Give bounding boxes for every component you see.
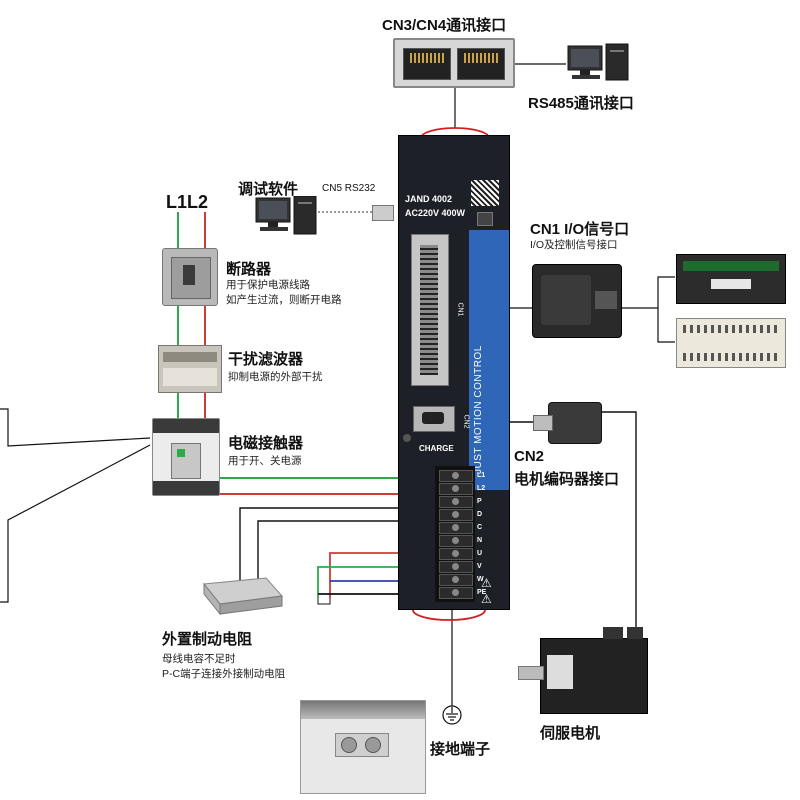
filter-desc: 抑制电源的外部干扰 [228,371,323,383]
rs232-plug [372,205,394,221]
cn1-desc: I/O及控制信号接口 [530,239,618,251]
rs485-label: RS485通讯接口 [528,95,634,112]
network-cable [454,63,566,128]
ground-terminal-photo [300,700,426,794]
cn2-tag: CN2 [462,414,470,429]
terminal-label: PE [477,589,487,596]
terminal-label: C [477,524,483,531]
breaker-title: 断路器 [226,261,272,278]
servo-motor [540,627,648,714]
terminal-screw-u[interactable] [439,548,473,560]
terminal-label: P [477,498,482,505]
warning-icon-2: ⚠ [481,592,492,606]
noise-filter [158,345,222,393]
terminal-label: V [477,563,482,570]
brand-stripe [469,230,509,490]
computer-icon [567,43,629,81]
terminal-screw-l2[interactable] [439,483,473,495]
terminal-label: N [477,537,483,544]
terminal-label: L2 [477,485,486,492]
debug-port-label: CN5 RS232 [322,183,376,194]
cn1-tag: CN1 [456,302,464,317]
rj45-port-right[interactable] [457,48,505,80]
plc-module [676,318,786,368]
resistor-title: 外置制动电阻 [162,631,253,648]
terminal-label: D [477,511,483,518]
brake-resistor-wires [239,507,440,582]
terminal-screw-p[interactable] [439,496,473,508]
circuit-breaker [162,248,218,306]
terminal-block [435,466,475,602]
cn34-title: CN3/CN4通讯接口 [382,17,507,34]
rj45-port-left[interactable] [403,48,451,80]
motor-title: 伺服电机 [540,725,601,742]
ground-icon [442,705,462,725]
cn2-title-2: 电机编码器接口 [514,471,620,488]
brand-text: JUST MOTION CONTROL [473,345,484,474]
magnetic-contactor [152,418,220,496]
breaker-desc-2: 如产生过流，则断开电路 [226,294,342,306]
cn2-title-1: CN2 [514,448,545,465]
terminal-label: L1 [477,472,486,479]
motor-nameplate [547,655,573,689]
l1l2-label: L1L2 [166,192,209,212]
charge-label: CHARGE [419,444,454,453]
cn1-title: CN1 I/O信号口 [530,221,630,238]
terminal-screw-pe[interactable] [439,587,473,599]
resistor-desc-2: P-C端子连接外接制动电阻 [162,668,286,680]
terminal-screw-w[interactable] [439,574,473,586]
terminal-screw-v[interactable] [439,561,473,573]
ground-title: 接地端子 [430,741,491,758]
warning-icon: ⚠ [481,576,492,590]
drive-model: JAND 4002 [405,194,453,204]
left-bracket-lines [0,408,151,603]
terminal-screw-c[interactable] [439,522,473,534]
servo-drive: JAND 4002 AC220V 400W JUST MOTION CONTRO… [398,135,510,610]
io-module [676,254,786,304]
contactor-desc: 用于开、关电源 [228,455,302,467]
cn2-plug [533,402,602,444]
charge-led [403,434,411,442]
terminal-screw-l1[interactable] [439,470,473,482]
filter-title: 干扰滤波器 [228,351,304,368]
qr-code [471,180,499,206]
motor-shaft [518,666,544,680]
cn2-connector[interactable] [413,406,455,432]
cn1-connector[interactable] [411,234,449,386]
breaker-desc-1: 用于保护电源线路 [226,279,310,291]
brake-resistor [203,577,284,616]
terminal-screw-n[interactable] [439,535,473,547]
terminal-label: U [477,550,483,557]
rj45-dual-port[interactable] [393,38,515,88]
cn1-plug [532,264,622,338]
debug-title: 调试软件 [238,181,299,198]
cn5-port[interactable] [477,212,493,226]
terminal-label: W [477,576,484,583]
debug-computer-icon [255,196,317,235]
resistor-desc-1: 母线电容不足时 [162,653,236,665]
drive-spec: AC220V 400W [405,208,466,218]
brand-text-wrap: JUST MOTION CONTROL [473,246,495,486]
terminal-screw-d[interactable] [439,509,473,521]
contactor-title: 电磁接触器 [228,435,304,452]
